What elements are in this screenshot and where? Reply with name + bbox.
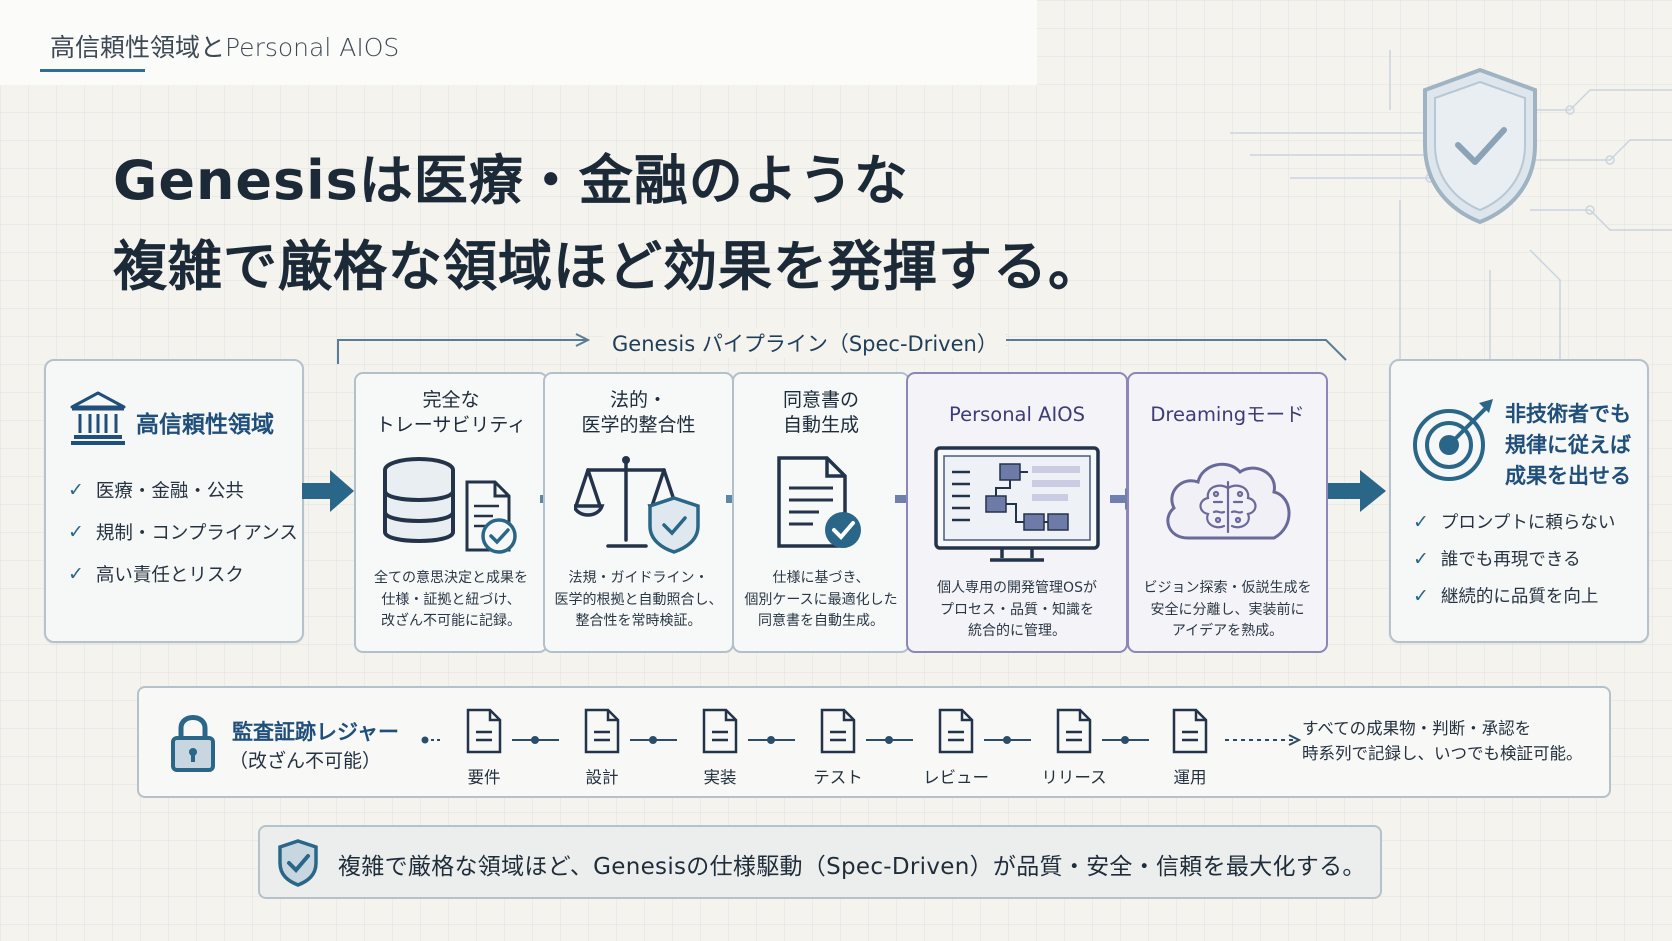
domain-list: ✓医療・金融・公共 ✓規制・コンプライアンス ✓高い責任とリスク <box>68 469 298 595</box>
ledger-step: 設計 <box>562 708 642 788</box>
summary-banner: 複雑で厳格な領域ほど、Genesisの仕様駆動（Spec-Driven）が品質・… <box>258 825 1382 899</box>
stage-description: 全ての意思決定と成果を仕様・証拠と紐づけ、改ざん不可能に記録。 <box>374 570 528 629</box>
check-icon: ✓ <box>68 521 84 543</box>
section-underline <box>40 69 145 72</box>
banner-text: 複雑で厳格な領域ほど、Genesisの仕様駆動（Spec-Driven）が品質・… <box>338 854 1366 880</box>
ledger-step: 実装 <box>680 708 760 788</box>
target-arrow-icon <box>1413 399 1493 481</box>
list-item: ✓誰でも再現できる <box>1413 547 1581 571</box>
ledger-subtitle: （改ざん不可能） <box>229 750 382 772</box>
audit-ledger: 監査証跡レジャー （改ざん不可能） 要件 設計 実装 テスト レビュー <box>137 686 1611 798</box>
ledger-title: 監査証跡レジャー <box>232 720 399 744</box>
document-icon <box>820 708 856 754</box>
check-icon: ✓ <box>68 563 84 585</box>
shield-check-icon <box>1230 50 1672 380</box>
ledger-step: 要件 <box>444 708 524 788</box>
check-icon: ✓ <box>1413 584 1429 607</box>
stage-personal-aios: Personal AIOS 個人専用の開発管理OSがプロセス・品質・知識を統合的… <box>906 372 1128 653</box>
page-title-line-2: 複雑で厳格な領域ほど効果を発揮する。 <box>113 235 1103 298</box>
stage-title: 同意書の自動生成 <box>782 389 859 436</box>
document-icon <box>938 708 974 754</box>
stage-description: 仕様に基づき、個別ケースに最適化した同意書を自動生成。 <box>744 570 898 629</box>
stage-dreaming-mode: Dreamingモード ビジョン探索・仮説生成を安全に分離し、実装前にアイデアを… <box>1127 372 1328 653</box>
shield-check-icon <box>278 839 318 887</box>
page-title-line-1: Genesisは医療・金融のような <box>113 149 909 212</box>
section-label: 高信頼性領域とPersonal AIOS <box>50 33 400 62</box>
check-icon: ✓ <box>1413 510 1429 533</box>
stage-description: ビジョン探索・仮説生成を安全に分離し、実装前にアイデアを熟成。 <box>1143 580 1312 639</box>
ledger-step: レビュー <box>916 708 996 788</box>
document-check-icon <box>777 456 861 548</box>
arrow-right-icon <box>302 470 354 512</box>
card-heading: 高信頼性領域 <box>136 412 274 438</box>
ledger-note: すべての成果物・判断・承認を時系列で記録し、いつでも検証可能。 <box>1302 719 1583 763</box>
cloud-brain-icon <box>1165 462 1290 540</box>
check-icon: ✓ <box>68 479 84 501</box>
arrow-right-icon <box>1328 470 1386 512</box>
ledger-step: テスト <box>798 708 878 788</box>
header-bar: 高信頼性領域とPersonal AIOS <box>0 0 1037 85</box>
stage-title: Dreamingモード <box>1150 403 1305 426</box>
document-icon <box>1056 708 1092 754</box>
document-icon <box>584 708 620 754</box>
high-reliability-card: 高信頼性領域 ✓医療・金融・公共 ✓規制・コンプライアンス ✓高い責任とリスク <box>44 359 304 643</box>
list-item: ✓規制・コンプライアンス <box>68 521 298 544</box>
ledger-step: 運用 <box>1150 708 1230 788</box>
stage-description: 個人専用の開発管理OSがプロセス・品質・知識を統合的に管理。 <box>937 580 1097 639</box>
stage-consent-generation: 同意書の自動生成 仕様に基づき、個別ケースに最適化した同意書を自動生成。 <box>732 372 910 653</box>
stage-traceability: 完全なトレーサビリティ 全ての意思決定と成果を仕様・証拠と紐づけ、改ざん不可能に… <box>354 372 548 653</box>
list-item: ✓継続的に品質を向上 <box>1413 584 1599 608</box>
bank-building-icon <box>70 391 126 445</box>
scales-shield-icon <box>573 456 700 554</box>
check-icon: ✓ <box>1413 547 1429 570</box>
benefit-list: ✓プロンプトに頼らない ✓誰でも再現できる ✓継続的に品質を向上 <box>1413 503 1615 614</box>
stage-title: 完全なトレーサビリティ <box>375 389 527 436</box>
ledger-chain-line <box>421 734 1302 746</box>
stage-legal-medical: 法的・医学的整合性 法規・ガイドライン・医学的根拠と自動照合し、整合性を常時検証… <box>543 372 734 653</box>
stage-title: 法的・医学的整合性 <box>581 389 696 436</box>
document-icon <box>466 708 502 754</box>
list-item: ✓高い責任とリスク <box>68 563 244 586</box>
list-item: ✓プロンプトに頼らない <box>1413 510 1616 534</box>
stage-title: Personal AIOS <box>949 403 1085 426</box>
database-document-check-icon <box>383 457 517 554</box>
pipeline-label: Genesis パイプライン（Spec-Driven） <box>604 328 1006 358</box>
stage-description: 法規・ガイドライン・医学的根拠と自動照合し、整合性を常時検証。 <box>554 570 723 629</box>
monitor-flowchart-icon <box>934 446 1100 562</box>
ledger-step: リリース <box>1034 708 1114 788</box>
document-icon <box>702 708 738 754</box>
lock-icon <box>171 715 215 772</box>
card-heading: 非技術者でも規律に従えば成果を出せる <box>1505 402 1631 488</box>
list-item: ✓医療・金融・公共 <box>68 479 244 502</box>
document-icon <box>1172 708 1208 754</box>
non-engineer-card: 非技術者でも規律に従えば成果を出せる ✓プロンプトに頼らない ✓誰でも再現できる… <box>1389 359 1649 643</box>
